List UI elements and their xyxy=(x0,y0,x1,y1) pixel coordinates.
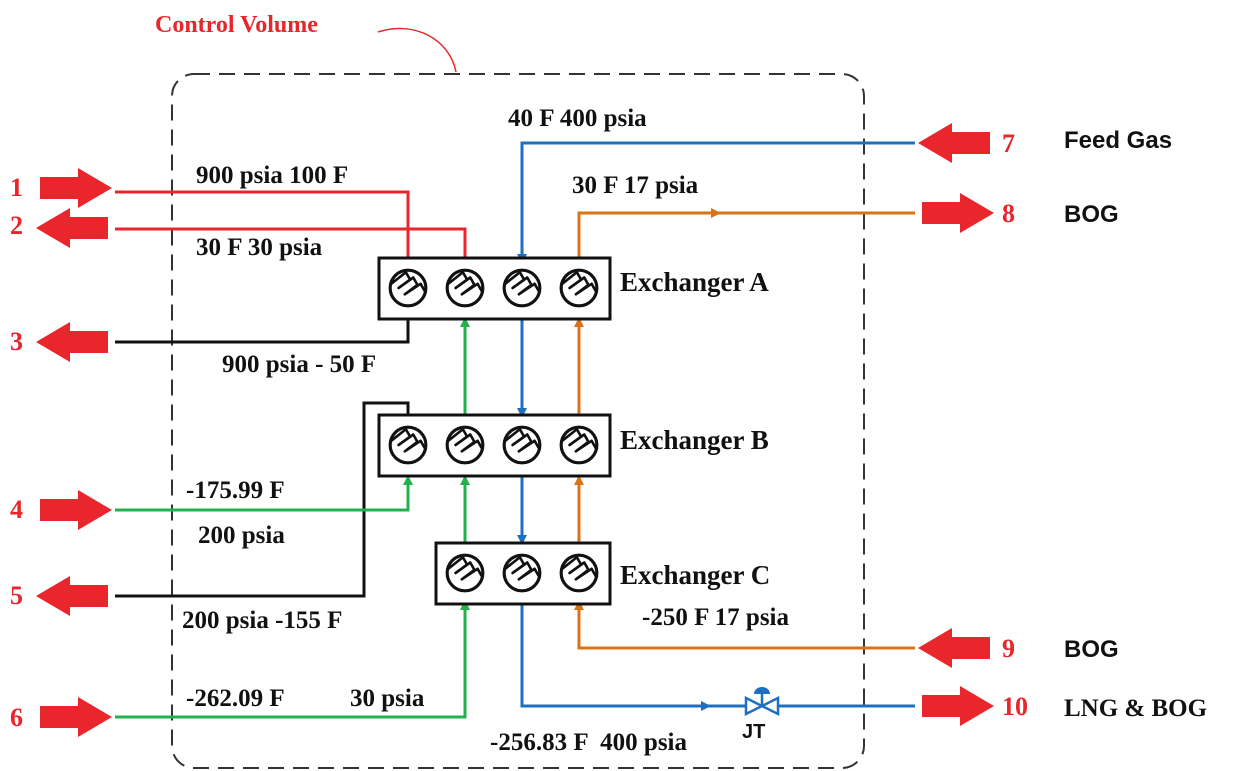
stream-10-arrow xyxy=(922,686,994,726)
stream-4-temperature: -175.99 F xyxy=(186,477,285,504)
stream-9-line xyxy=(574,600,915,650)
exchanger-b-label: Exchanger B xyxy=(620,425,769,455)
stream-7-conditions: 40 F 400 psia xyxy=(508,105,647,132)
stream-9-conditions: -250 F 17 psia xyxy=(642,604,789,631)
exchanger-coil-icon xyxy=(388,268,428,308)
stream-5-arrow xyxy=(36,576,108,616)
stream-1-number: 1 xyxy=(10,173,23,202)
exchanger-coil-icon xyxy=(445,268,485,308)
stream-8-line xyxy=(577,211,915,262)
exchanger-coil-icon xyxy=(559,553,599,593)
stream-6-number: 6 xyxy=(10,703,23,732)
exchanger-c-label: Exchanger C xyxy=(620,560,770,590)
stream-1-conditions: 900 psia 100 F xyxy=(196,162,348,189)
stream-1-arrow xyxy=(40,168,112,208)
stream-4-number: 4 xyxy=(10,495,23,524)
control-volume-pointer xyxy=(377,27,457,73)
stream-8-conditions: 30 F 17 psia xyxy=(572,172,699,199)
exchanger-coil-icon xyxy=(559,268,599,308)
stream-7-name: Feed Gas xyxy=(1064,127,1172,154)
stream-8-arrow xyxy=(922,193,994,233)
exchanger-coil-icon xyxy=(388,425,428,465)
stream-10-name: LNG & BOG xyxy=(1064,695,1207,722)
exchanger-coil-icon xyxy=(502,425,542,465)
stream-9-number: 9 xyxy=(1002,634,1015,663)
stream-6-line xyxy=(115,600,470,719)
stream-3-number: 3 xyxy=(10,327,23,356)
exchanger-a: Exchanger A xyxy=(377,256,769,321)
exchanger-coil-icon xyxy=(559,425,599,465)
stream-4-arrow xyxy=(40,490,112,530)
stream-1-line xyxy=(115,190,413,267)
exchanger-a-label: Exchanger A xyxy=(620,267,769,297)
exchanger-coil-icon xyxy=(445,425,485,465)
stream-10-number: 10 xyxy=(1002,692,1028,721)
stream-2-number: 2 xyxy=(10,211,23,240)
stream-3-line xyxy=(115,319,410,344)
stream-3-arrow xyxy=(36,322,108,362)
stream-4-pressure: 200 psia xyxy=(198,522,285,549)
stream-4-line xyxy=(115,475,413,512)
stream-6-pressure: 30 psia xyxy=(350,685,425,712)
exchanger-coil-icon xyxy=(445,553,485,593)
exchanger-c: Exchanger C xyxy=(434,541,770,606)
stream-8-name: BOG xyxy=(1064,201,1119,228)
stream-2-line xyxy=(115,227,467,262)
exchanger-coil-icon xyxy=(502,553,542,593)
stream-7-arrow xyxy=(918,123,990,163)
exchanger-b: Exchanger B xyxy=(377,413,769,478)
stream-2-arrow xyxy=(36,208,108,248)
stream-5-line xyxy=(115,401,410,598)
control-volume-title: Control Volume xyxy=(155,12,318,38)
stream-2-conditions: 30 F 30 psia xyxy=(196,234,323,261)
stream-5-number: 5 xyxy=(10,581,23,610)
control-volume-boundary xyxy=(171,73,865,769)
stream-3-conditions: 900 psia - 50 F xyxy=(222,351,376,378)
stream-9-arrow xyxy=(918,628,990,668)
stream-10-line xyxy=(520,602,915,708)
stream-7-number: 7 xyxy=(1002,129,1015,158)
stream-5-conditions: 200 psia -155 F xyxy=(182,607,342,634)
jt-valve-label: JT xyxy=(742,721,765,743)
stream-8-number: 8 xyxy=(1002,199,1015,228)
stream-6-arrow xyxy=(40,697,112,737)
exchanger-coil-icon xyxy=(502,268,542,308)
stream-7-line xyxy=(517,141,915,264)
jt-valve-icon xyxy=(744,687,780,717)
stream-10-conditions: -256.83 F 400 psia xyxy=(490,729,687,756)
stream-9-name: BOG xyxy=(1064,636,1119,663)
stream-6-temperature: -262.09 F xyxy=(186,685,285,712)
